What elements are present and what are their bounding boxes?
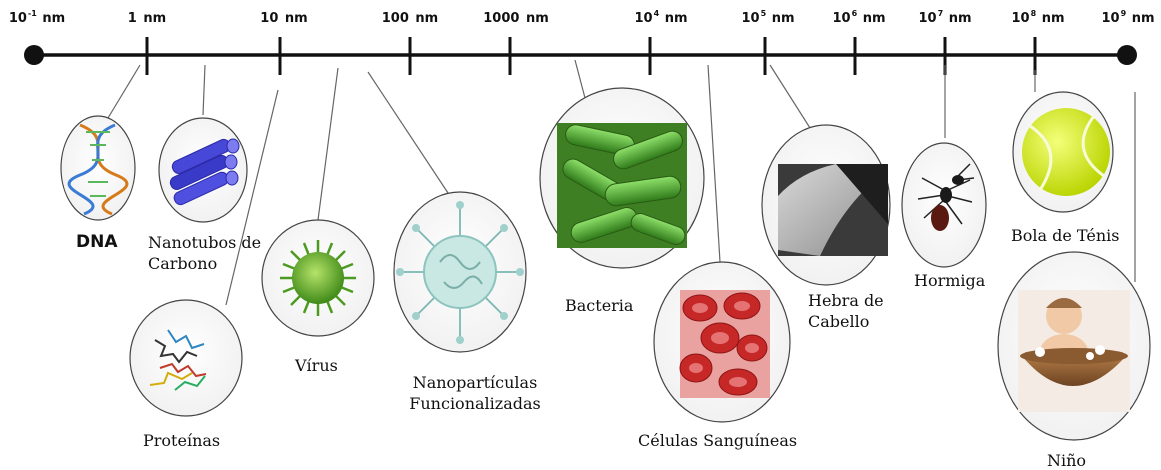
blood-cells-label: Células Sanguíneas <box>638 430 797 451</box>
nanoparticles-illustration <box>394 192 526 352</box>
virus-label: Vírus <box>295 355 338 376</box>
bacteria-illustration <box>540 88 704 268</box>
blood-cells-illustration <box>654 262 790 422</box>
tick-label-8: 107 nm <box>918 9 971 26</box>
ant-label: Hormiga <box>914 270 985 291</box>
tick-label-9: 108 nm <box>1011 9 1064 26</box>
tick-label-5: 104 nm <box>634 9 687 26</box>
tick-label-6: 105 nm <box>741 9 794 26</box>
nanoparticles-label: Nanopartículas Funcionalizadas <box>409 372 540 414</box>
nanotubes-label-line2: Carbono <box>148 253 261 274</box>
axis-end-dot <box>1117 45 1137 65</box>
nanoparticles-label-line2: Funcionalizadas <box>409 393 540 414</box>
tick-label-3: 100 nm <box>382 9 438 26</box>
axis-start-dot <box>24 45 44 65</box>
bacteria-label: Bacteria <box>565 295 633 316</box>
tick-label-1: 1 nm <box>128 9 166 26</box>
hair-strand-illustration <box>762 125 890 285</box>
child-illustration <box>998 252 1150 440</box>
ant-illustration <box>902 143 986 267</box>
tennis-ball-label: Bola de Ténis <box>1011 225 1119 246</box>
tick-label-2: 10 nm <box>260 9 307 26</box>
hair-label-line2: Cabello <box>808 311 884 332</box>
proteins-label: Proteínas <box>143 430 220 451</box>
tennis-ball-illustration <box>1013 92 1113 212</box>
virus-illustration <box>262 220 374 336</box>
tick-label-7: 106 nm <box>832 9 885 26</box>
nanotubes-label-line1: Nanotubos de <box>148 232 261 253</box>
hair-label: Hebra de Cabello <box>808 290 884 332</box>
nanotubes-label: Nanotubos de Carbono <box>148 232 261 274</box>
scale-axis <box>24 37 1137 75</box>
proteins-illustration <box>130 300 242 416</box>
hair-label-line1: Hebra de <box>808 290 884 311</box>
tick-label-10: 109 nm <box>1101 9 1154 26</box>
dna-illustration <box>61 116 135 220</box>
nanoparticles-label-line1: Nanopartículas <box>409 372 540 393</box>
child-label: Niño <box>1047 450 1086 470</box>
dna-label: DNA <box>76 232 118 253</box>
nanotubes-illustration <box>159 118 247 222</box>
tick-label-0: 10-1 nm <box>9 9 65 26</box>
tick-label-4: 1000 nm <box>483 9 549 26</box>
